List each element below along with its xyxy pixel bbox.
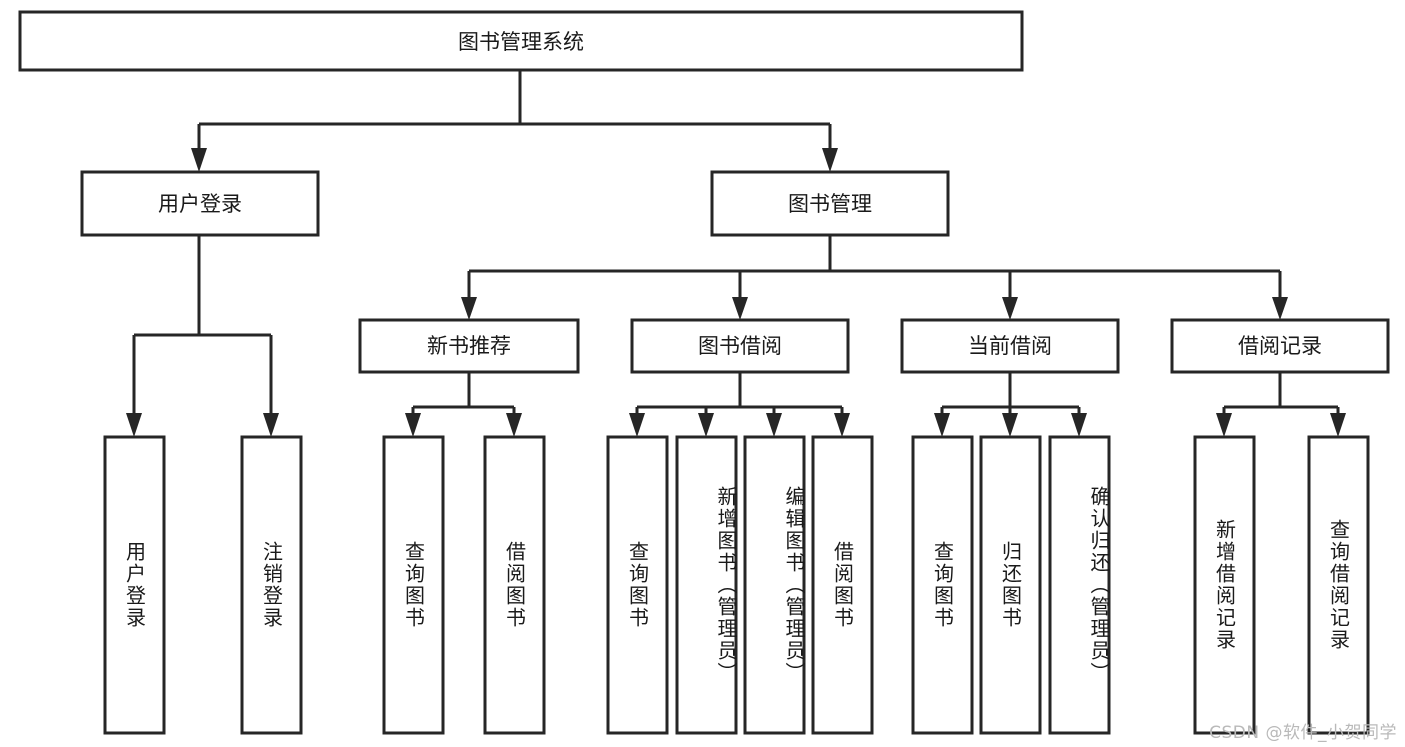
leaf-borrow-book-1-box[interactable] xyxy=(483,435,546,735)
leaf-boxes xyxy=(103,435,1370,735)
leaf-return-book-box[interactable] xyxy=(979,435,1042,735)
node-book-manage[interactable]: 图书管理 xyxy=(710,170,950,237)
leaf-user-logout-box[interactable] xyxy=(240,435,303,735)
arrow-head-leaf-user-logout xyxy=(263,413,279,437)
node-book-borrow[interactable]: 图书借阅 xyxy=(630,318,850,374)
node-user-login[interactable]: 用户登录 xyxy=(80,170,320,237)
connector-group-new-book-recommend xyxy=(405,372,522,437)
leaf-add-record-box[interactable] xyxy=(1193,435,1256,735)
arrow-head-leaf-borrow-book-1 xyxy=(506,413,522,437)
arrow-head-leaf-add-book xyxy=(698,413,714,437)
node-book-borrow-label: 图书借阅 xyxy=(698,334,782,358)
node-root[interactable]: 图书管理系统 xyxy=(18,10,1024,72)
node-new-book-recommend-box[interactable] xyxy=(358,318,580,374)
leaf-confirm-return-box[interactable] xyxy=(1048,435,1111,735)
leaf-query-book-3-box[interactable] xyxy=(911,435,974,735)
connector-group-book-borrow xyxy=(629,372,850,437)
arrow-head-leaf-confirm-return xyxy=(1071,413,1087,437)
node-current-borrow-box[interactable] xyxy=(900,318,1120,374)
node-book-borrow-box[interactable] xyxy=(630,318,850,374)
arrow-head-leaf-query-record xyxy=(1330,413,1346,437)
node-current-borrow[interactable]: 当前借阅 xyxy=(900,318,1120,374)
arrow-head-user-login xyxy=(191,148,207,172)
node-book-manage-box[interactable] xyxy=(710,170,950,237)
node-borrow-record-box[interactable] xyxy=(1170,318,1390,374)
arrow-head-leaf-user-login xyxy=(126,413,142,437)
node-new-book-recommend-label: 新书推荐 xyxy=(427,334,511,358)
arrow-head-borrow-record xyxy=(1272,297,1288,320)
connector-group-borrow-record xyxy=(1216,372,1346,437)
leaf-query-book-2-box[interactable] xyxy=(606,435,669,735)
connector-group-current-borrow xyxy=(934,372,1087,437)
arrow-head-leaf-query-book-3 xyxy=(934,413,950,437)
arrow-head-leaf-query-book-1 xyxy=(405,413,421,437)
arrow-head-new-book-recommend xyxy=(461,297,477,320)
arrow-head-current-borrow xyxy=(1002,297,1018,320)
node-book-manage-label: 图书管理 xyxy=(788,192,872,216)
node-borrow-record-label: 借阅记录 xyxy=(1238,334,1322,358)
node-current-borrow-label: 当前借阅 xyxy=(968,334,1052,358)
node-root-box[interactable] xyxy=(18,10,1024,72)
arrow-head-leaf-return-book xyxy=(1002,413,1018,437)
leaf-borrow-book-2-box[interactable] xyxy=(811,435,874,735)
arrow-head-leaf-borrow-book-2 xyxy=(834,413,850,437)
leaf-query-record-box[interactable] xyxy=(1307,435,1370,735)
arrow-head-book-borrow xyxy=(732,297,748,320)
node-new-book-recommend[interactable]: 新书推荐 xyxy=(358,318,580,374)
arrow-head-leaf-query-book-2 xyxy=(629,413,645,437)
arrow-head-leaf-add-record xyxy=(1216,413,1232,437)
node-user-login-label: 用户登录 xyxy=(158,192,242,216)
watermark-text: CSDN @软件_小贺同学 xyxy=(1209,723,1397,743)
leaf-query-book-1-box[interactable] xyxy=(382,435,445,735)
leaf-add-book-box[interactable] xyxy=(675,435,738,735)
leaf-edit-book-box[interactable] xyxy=(743,435,806,735)
node-user-login-box[interactable] xyxy=(80,170,320,237)
arrow-head-leaf-edit-book xyxy=(766,413,782,437)
connector-group-user-login xyxy=(126,235,279,437)
node-root-label: 图书管理系统 xyxy=(458,30,584,54)
leaf-user-login-box[interactable] xyxy=(103,435,166,735)
node-borrow-record[interactable]: 借阅记录 xyxy=(1170,318,1390,374)
connector-group-root xyxy=(191,70,838,172)
connector-group-book-manage xyxy=(461,235,1288,320)
arrow-head-book-manage xyxy=(822,148,838,172)
